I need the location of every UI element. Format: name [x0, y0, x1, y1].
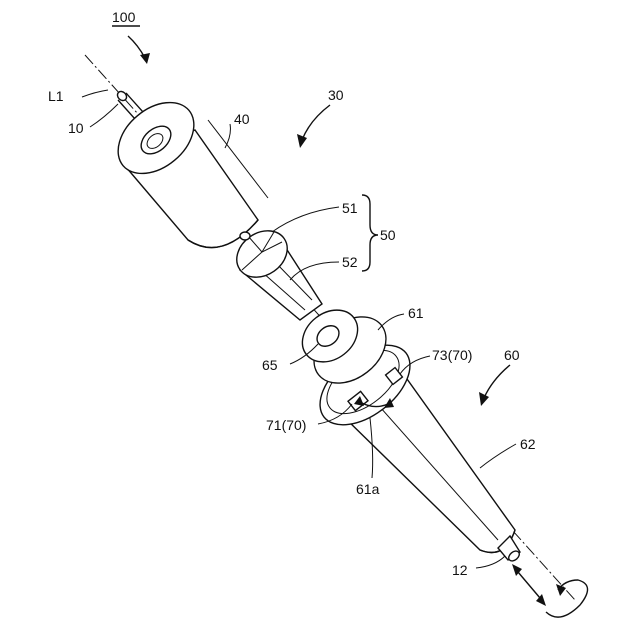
label-40: 40	[234, 111, 250, 127]
rotation-indicator	[546, 580, 588, 617]
label-61a: 61a	[356, 481, 380, 497]
group-30-arrow	[297, 105, 330, 148]
label-65: 65	[262, 357, 278, 373]
label-50: 50	[380, 227, 396, 243]
collet-51-52	[228, 221, 322, 320]
label-12: 12	[452, 562, 468, 578]
label-52: 52	[342, 254, 358, 270]
label-30: 30	[328, 87, 344, 103]
label-61: 61	[408, 305, 424, 321]
assembly-arrow	[128, 36, 150, 64]
label-71: 71(70)	[266, 417, 306, 433]
bracket-50	[362, 195, 378, 271]
label-51: 51	[342, 200, 358, 216]
sleeve-61-62	[292, 299, 515, 552]
label-10: 10	[68, 120, 84, 136]
label-l1: L1	[48, 88, 64, 104]
label-62: 62	[520, 436, 536, 452]
group-60-arrow	[479, 365, 510, 406]
label-100: 100	[112, 9, 136, 25]
label-60: 60	[504, 347, 520, 363]
double-arrow	[512, 564, 546, 606]
label-73: 73(70)	[432, 347, 472, 363]
